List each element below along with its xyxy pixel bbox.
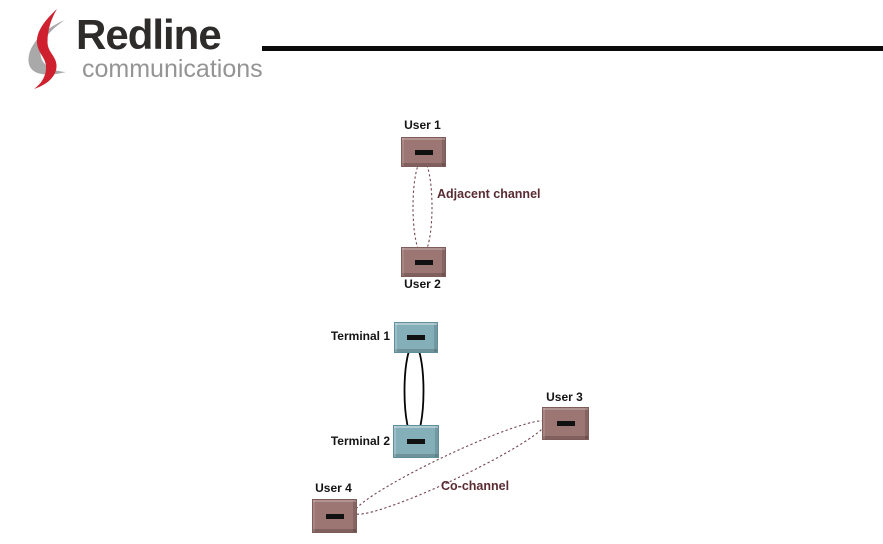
co-channel-link	[353, 420, 548, 515]
node-label-terminal2: Terminal 2	[330, 434, 390, 448]
node-terminal2	[393, 425, 439, 458]
node-user2	[401, 247, 446, 277]
node-terminal1	[394, 322, 438, 353]
node-user3	[542, 407, 589, 440]
node-label-terminal1: Terminal 1	[330, 329, 390, 343]
adjacent-channel-label: Adjacent channel	[437, 187, 541, 201]
node-label-user4: User 4	[315, 481, 352, 495]
terminal-link	[403, 343, 425, 439]
brand-name: Redline	[76, 11, 222, 58]
header-rule	[262, 46, 883, 51]
co-channel-label: Co-channel	[441, 479, 510, 493]
node-label-user1: User 1	[404, 118, 441, 132]
port-bar-icon	[414, 149, 433, 155]
adjacent-channel-link	[412, 159, 433, 255]
node-user4	[312, 499, 357, 533]
node-label-user2: User 2	[404, 277, 441, 291]
brand-subtitle: communications	[82, 55, 263, 83]
port-bar-icon	[325, 513, 344, 519]
redline-logo-icon	[28, 9, 66, 89]
port-bar-icon	[407, 439, 425, 444]
node-label-user3: User 3	[546, 390, 583, 404]
port-bar-icon	[414, 259, 433, 265]
port-bar-icon	[556, 421, 575, 426]
port-bar-icon	[407, 335, 425, 340]
node-user1	[401, 137, 446, 167]
